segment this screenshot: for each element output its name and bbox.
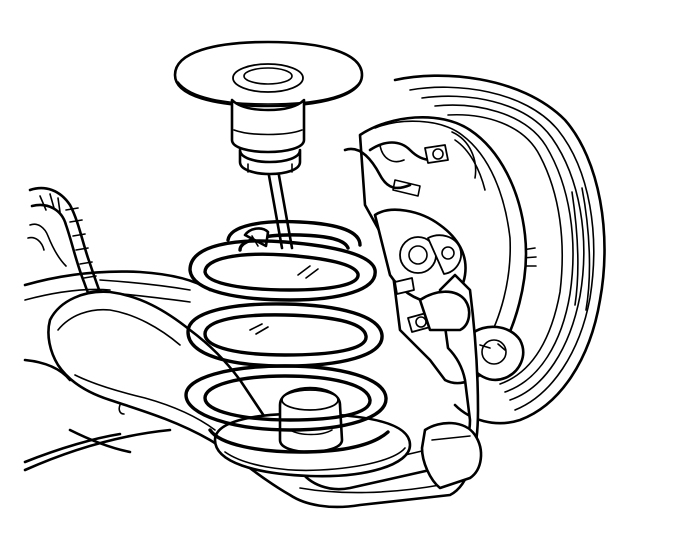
frame-crossmember: [23, 270, 212, 472]
coil-spring: [184, 219, 390, 454]
brake-backing-plate: [343, 115, 528, 385]
tire: [393, 74, 606, 425]
shock-rod: [266, 168, 294, 250]
spring-insulator: [173, 40, 364, 176]
lower-control-arm: [47, 273, 483, 509]
